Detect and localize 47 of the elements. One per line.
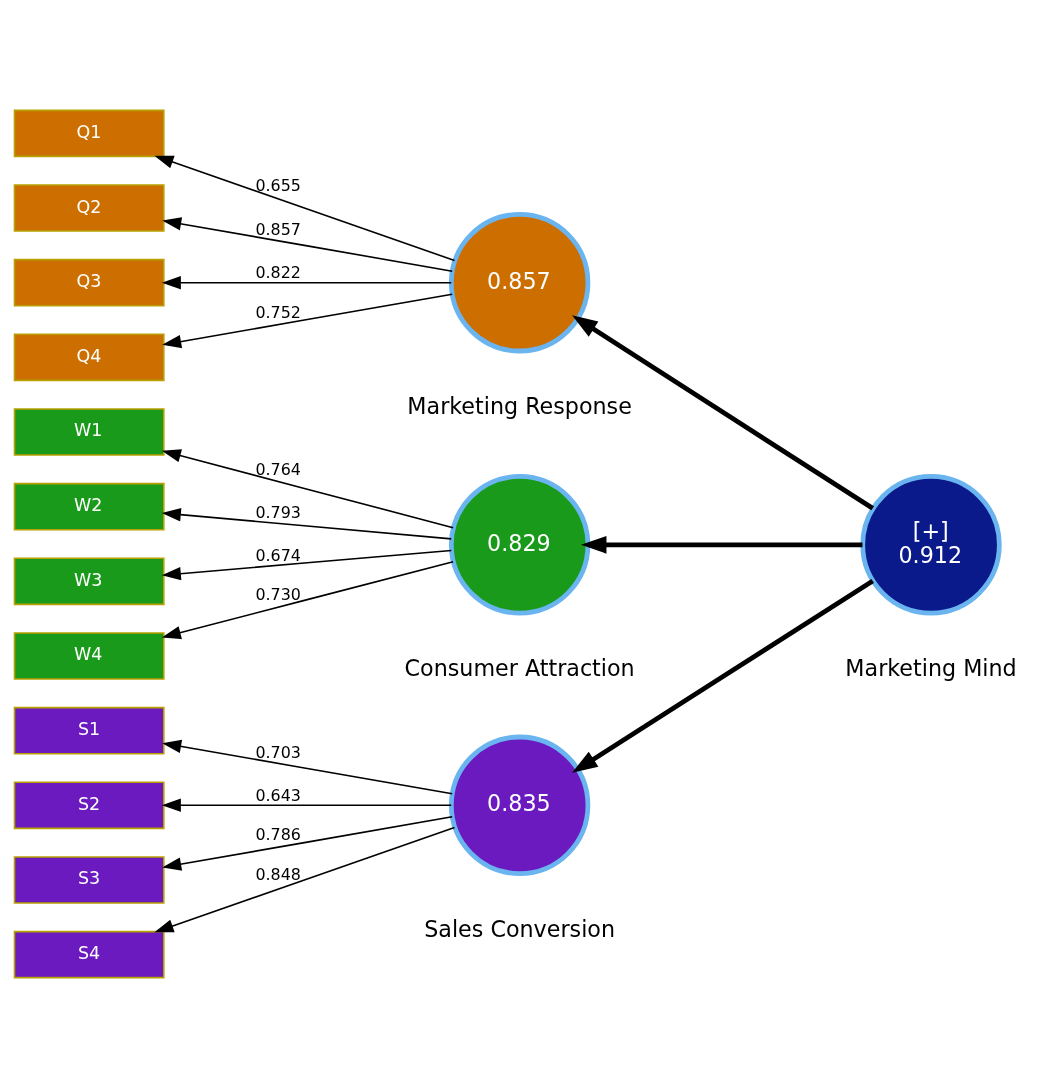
edge-label: 0.848 bbox=[255, 864, 301, 884]
node-box: S2 bbox=[13, 780, 165, 829]
edge-label: 0.752 bbox=[255, 302, 301, 322]
node-circle: 0.829 bbox=[448, 473, 591, 615]
edge-label: 0.857 bbox=[255, 219, 301, 239]
node-box: S4 bbox=[13, 930, 165, 978]
node-circle: 0.835 bbox=[448, 734, 591, 876]
node-box: S1 bbox=[13, 706, 165, 754]
arrow bbox=[162, 216, 453, 272]
node-box: Q1 bbox=[13, 109, 165, 157]
node-circle: 0.857 bbox=[448, 211, 591, 353]
edge-label: 0.793 bbox=[255, 502, 301, 522]
node-label: Marketing Response bbox=[407, 392, 632, 419]
node-box: Q2 bbox=[13, 183, 165, 232]
edge-label: 0.703 bbox=[255, 742, 301, 762]
arrow bbox=[161, 507, 453, 540]
arrow bbox=[580, 535, 863, 554]
arrow bbox=[572, 578, 874, 773]
arrow bbox=[162, 739, 453, 795]
arrow bbox=[162, 815, 453, 871]
node-label: Consumer Attraction bbox=[404, 654, 635, 681]
node-box: W3 bbox=[13, 557, 165, 605]
node-label: Marketing Mind bbox=[845, 654, 1017, 681]
node-box: W2 bbox=[13, 482, 165, 530]
edge-label: 0.822 bbox=[255, 262, 301, 282]
arrow bbox=[572, 314, 874, 510]
arrow bbox=[154, 826, 456, 932]
arrow bbox=[161, 275, 453, 289]
node-box: Q3 bbox=[13, 258, 165, 307]
node-box: W4 bbox=[13, 631, 165, 680]
node-label: Sales Conversion bbox=[424, 915, 616, 942]
arrow bbox=[162, 292, 453, 348]
edge-label: 0.655 bbox=[255, 175, 301, 195]
edge-label: 0.674 bbox=[255, 545, 301, 565]
arrow bbox=[161, 798, 453, 812]
edge-label: 0.643 bbox=[255, 785, 301, 805]
arrow bbox=[154, 155, 456, 261]
arrow bbox=[161, 560, 454, 639]
edge-label: 0.786 bbox=[255, 824, 301, 844]
edge-label: 0.764 bbox=[255, 459, 301, 479]
node-box: Q4 bbox=[13, 333, 165, 381]
arrow bbox=[161, 549, 453, 580]
node-box: S3 bbox=[13, 855, 165, 904]
node-circle: [+] 0.912 bbox=[860, 473, 1002, 615]
node-box: W1 bbox=[13, 407, 165, 456]
edge-label: 0.730 bbox=[255, 584, 301, 604]
arrow bbox=[161, 448, 454, 528]
